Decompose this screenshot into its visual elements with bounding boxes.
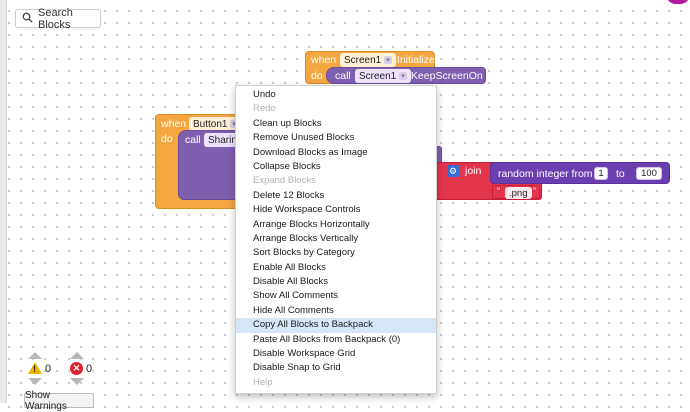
join-label: join: [465, 165, 482, 177]
random-integer-block[interactable]: random integer from 1 to 100: [490, 162, 670, 184]
context-menu-item-enable-all-blocks[interactable]: Enable All Blocks: [253, 261, 326, 273]
context-menu-item-collapse-blocks[interactable]: Collapse Blocks: [253, 160, 321, 172]
show-warnings-button[interactable]: Show Warnings: [24, 390, 94, 412]
context-menu-item-hide-workspace-controls[interactable]: Hide Workspace Controls: [253, 204, 361, 216]
warning-count: 0: [45, 363, 52, 375]
do-label: do: [311, 70, 323, 82]
random-integer-label: random integer from: [498, 168, 593, 180]
context-menu-item-redo: Redo: [253, 103, 276, 115]
sharing-component-label: Sharin: [208, 134, 237, 146]
context-menu-item-arrange-blocks-horizontally[interactable]: Arrange Blocks Horizontally: [253, 218, 370, 230]
when-label: when: [311, 54, 337, 66]
warning-prev-button[interactable]: [28, 352, 42, 359]
dropdown-arrow-icon: ▾: [230, 120, 238, 128]
error-prev-button[interactable]: [70, 352, 84, 359]
context-menu-item-undo[interactable]: Undo: [253, 89, 276, 100]
error-icon: ✕: [70, 362, 83, 375]
error-count: 0: [86, 363, 93, 375]
call-label: call: [185, 134, 201, 146]
random-from-input[interactable]: 1: [594, 167, 608, 180]
sharing-component-dropdown[interactable]: Sharin: [204, 133, 241, 147]
context-menu-item-expand-blocks: Expand Blocks: [253, 175, 316, 187]
context-menu-item-arrange-blocks-vertically[interactable]: Arrange Blocks Vertically: [253, 232, 359, 244]
png-text-block[interactable]: “ .png ”: [492, 185, 540, 199]
context-menu-item-download-blocks-as-image[interactable]: Download Blocks as Image: [253, 146, 368, 158]
screen-component-label: Screen1: [359, 70, 397, 82]
button-dropdown[interactable]: Button1 ▾: [189, 117, 242, 131]
png-text-value[interactable]: .png: [505, 187, 532, 199]
keep-screen-on-label: .KeepScreenOn: [408, 70, 483, 82]
context-menu-item-disable-workspace-grid[interactable]: Disable Workspace Grid: [253, 348, 356, 360]
screen-dropdown[interactable]: Screen1 ▾: [340, 53, 396, 67]
context-menu-item-show-all-comments[interactable]: Show All Comments: [253, 290, 339, 302]
do-label: do: [161, 133, 173, 145]
screen-dropdown-label: Screen1: [344, 54, 382, 66]
context-menu-item-copy-all-blocks-to-backpack[interactable]: Copy All Blocks to Backpack: [236, 318, 436, 333]
initialize-event-label: .Initialize: [394, 54, 435, 66]
quote-open-label: “: [497, 186, 500, 196]
gear-icon[interactable]: ⚙: [447, 165, 459, 177]
screen-component-dropdown[interactable]: Screen1 ▾: [355, 69, 411, 83]
context-menu-item-disable-all-blocks[interactable]: Disable All Blocks: [253, 276, 328, 288]
search-blocks-button[interactable]: Search Blocks: [15, 6, 101, 31]
dropdown-arrow-icon: ▾: [384, 56, 392, 64]
keep-screen-on-block[interactable]: call Screen1 ▾ .KeepScreenOn: [326, 67, 486, 84]
corner-indicator: [666, 0, 690, 4]
context-menu-item-disable-snap-to-grid[interactable]: Disable Snap to Grid: [253, 362, 341, 374]
warning-next-button[interactable]: [28, 378, 42, 385]
warning-icon: [28, 362, 42, 374]
button-dropdown-label: Button1: [193, 118, 228, 130]
context-menu-item-paste-all-blocks-from-backpack-0[interactable]: Paste All Blocks from Backpack (0): [253, 333, 401, 345]
warning-icon-mark: !: [33, 364, 36, 374]
context-menu-item-help: Help: [253, 376, 273, 388]
context-menu-item-clean-up-blocks[interactable]: Clean up Blocks: [253, 117, 322, 129]
search-icon: [22, 12, 33, 26]
context-menu-item-sort-blocks-by-category[interactable]: Sort Blocks by Category: [253, 247, 355, 259]
when-label: when: [161, 118, 187, 130]
random-to-label: to: [616, 168, 625, 180]
workspace-scrollbar[interactable]: [0, 0, 7, 403]
error-next-button[interactable]: [70, 378, 84, 385]
context-menu-item-hide-all-comments[interactable]: Hide All Comments: [253, 304, 334, 316]
call-label: call: [335, 70, 351, 82]
quote-close-label: ”: [533, 186, 536, 196]
search-blocks-label: Search Blocks: [38, 6, 73, 31]
context-menu-item-remove-unused-blocks[interactable]: Remove Unused Blocks: [253, 132, 355, 144]
random-to-input[interactable]: 100: [636, 167, 662, 180]
context-menu-item-delete-12-blocks[interactable]: Delete 12 Blocks: [253, 189, 325, 201]
dropdown-arrow-icon: ▾: [399, 72, 407, 80]
